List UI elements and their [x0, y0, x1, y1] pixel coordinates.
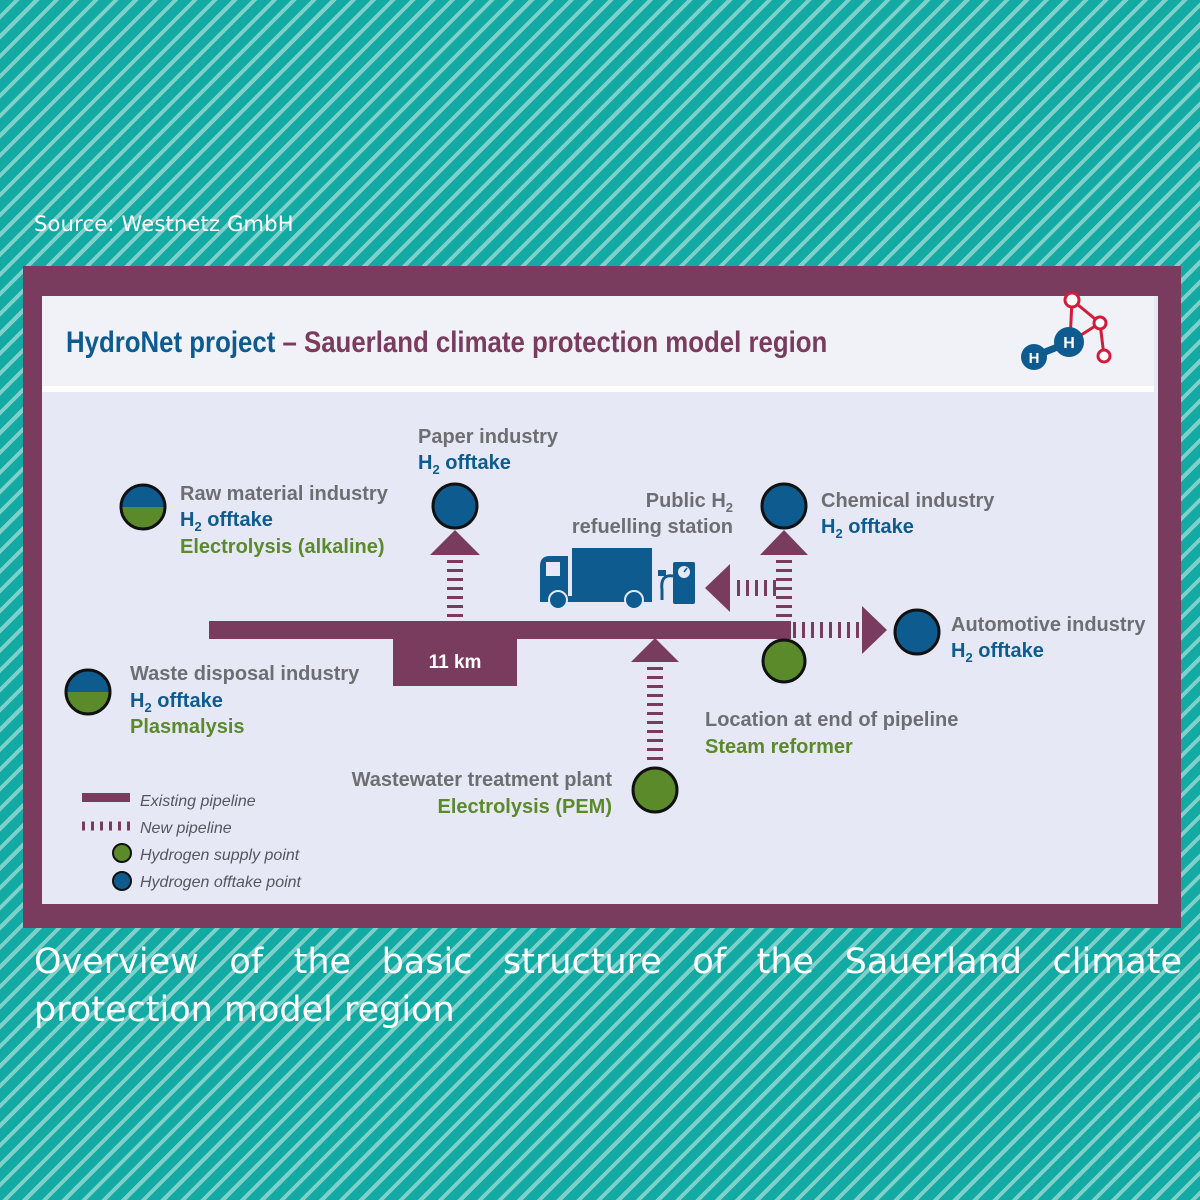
new-pipeline-chemical — [760, 530, 808, 621]
chemical-offtake-point — [760, 482, 808, 530]
logo-atom-left: H — [1029, 350, 1040, 367]
title-dash: – — [282, 326, 297, 359]
title-divider — [42, 386, 1154, 392]
legend-supply-label: Hydrogen supply point — [140, 847, 300, 864]
waste-supply-label: Plasmalysis — [130, 716, 245, 738]
wastewater-supply-point — [631, 766, 679, 814]
raw-material-offtake-label: H2 offtake — [180, 509, 273, 534]
refuelling-label-line2: refuelling station — [572, 516, 733, 538]
paper-offtake-point — [431, 482, 479, 530]
waste-disposal-label: Waste disposal industry — [130, 663, 360, 685]
wastewater-supply-label: Electrolysis (PEM) — [437, 796, 612, 818]
chemical-offtake-label: H2 offtake — [821, 516, 914, 541]
legend-existing-label: Existing pipeline — [140, 793, 256, 810]
waste-offtake-label: H2 offtake — [130, 690, 223, 715]
diagram-title: HydroNet project – Sauerland climate pro… — [66, 326, 827, 360]
new-pipeline-wastewater — [631, 638, 679, 765]
paper-industry-label: Paper industry — [418, 426, 559, 448]
new-pipeline-refuelling — [705, 564, 776, 612]
end-of-pipeline-supply-label: Steam reformer — [705, 736, 853, 758]
chemical-industry-label: Chemical industry — [821, 490, 995, 512]
existing-pipeline: 11 km — [209, 621, 791, 686]
legend-supply-swatch — [112, 843, 132, 863]
truck-icon — [540, 548, 652, 610]
end-of-pipeline-supply-point — [761, 638, 807, 684]
end-of-pipeline-label: Location at end of pipeline — [705, 709, 958, 731]
fuel-pump-icon — [658, 562, 695, 604]
legend-offtake-label: Hydrogen offtake point — [140, 874, 302, 891]
automotive-industry-label: Automotive industry — [951, 614, 1146, 636]
raw-material-label: Raw material industry — [180, 483, 389, 505]
legend-existing-swatch — [82, 793, 130, 802]
automotive-offtake-point — [893, 608, 941, 656]
title-project: HydroNet project — [66, 326, 276, 359]
waste-disposal-mixed-point — [64, 668, 112, 716]
legend-offtake-swatch — [112, 871, 132, 891]
caption: Overview of the basic structure of the S… — [34, 942, 1182, 1030]
title-region: Sauerland climate protection model regio… — [304, 326, 828, 359]
refuelling-label-line1: Public H2 — [646, 490, 733, 515]
automotive-offtake-label: H2 offtake — [951, 640, 1044, 665]
source-credit: Source: Westnetz GmbH — [34, 212, 294, 236]
title-bar — [42, 296, 1154, 386]
raw-material-supply-label: Electrolysis (alkaline) — [180, 536, 385, 558]
wastewater-label: Wastewater treatment plant — [352, 769, 613, 791]
new-pipeline-paper — [430, 530, 480, 621]
new-pipeline-automotive — [793, 606, 887, 654]
hydrogen-molecule-icon: H H — [1021, 291, 1112, 370]
legend-new-label: New pipeline — [140, 820, 232, 837]
pipeline-length-label: 11 km — [429, 652, 482, 673]
paper-offtake-label: H2 offtake — [418, 452, 511, 477]
raw-material-mixed-point — [119, 483, 167, 531]
logo-atom-right: H — [1063, 335, 1075, 352]
legend: Existing pipeline New pipeline Hydrogen … — [82, 793, 302, 891]
